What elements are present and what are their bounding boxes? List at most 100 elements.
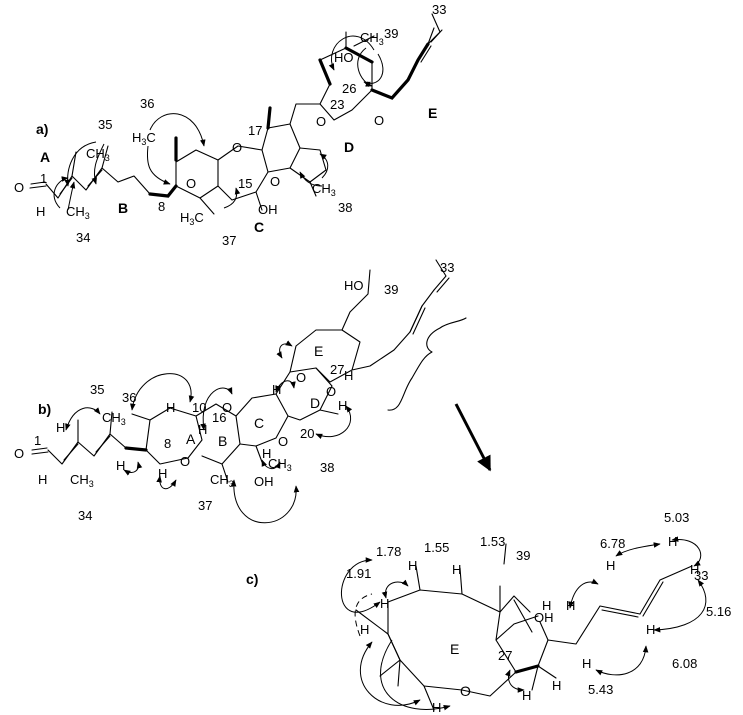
- c26-label: 26: [342, 81, 356, 96]
- ring-oxygen-e: O: [374, 113, 384, 128]
- panel-b-correlations: [65, 340, 353, 524]
- c27-label-c: 27: [498, 648, 512, 663]
- panel-c-bonds: [355, 543, 693, 711]
- ring-oxygen-c-b: O: [278, 434, 288, 449]
- ring-d-letter: D: [344, 139, 354, 155]
- panel-b-label: b): [38, 401, 51, 417]
- c34-label-b: 34: [78, 508, 92, 523]
- shift-5-43: 5.43: [588, 682, 613, 697]
- proton-h32: H: [606, 558, 615, 573]
- shift-1-78: 1.78: [376, 544, 401, 559]
- ring-oxygen-c: O: [460, 683, 471, 699]
- shift-6-08: 6.08: [672, 656, 697, 671]
- proton-ring-5: H: [432, 700, 441, 715]
- c17-label: 17: [248, 123, 262, 138]
- c15-label: 15: [238, 176, 252, 191]
- c27-label-b: 27: [330, 362, 344, 377]
- shift-1-91: 1.91: [346, 566, 371, 581]
- c23-label: 23: [330, 97, 344, 112]
- ring-e-letter: E: [428, 105, 437, 121]
- c38-label: 38: [338, 200, 352, 215]
- c8-label: 8: [158, 199, 165, 214]
- shift-6-78: 6.78: [600, 536, 625, 551]
- c35-label-b: 35: [90, 382, 104, 397]
- ring-oxygen-a-b: O: [180, 454, 190, 469]
- proton-h31: H: [646, 622, 655, 637]
- proton-h9-b: H: [166, 400, 175, 415]
- panel-a: a): [14, 2, 446, 248]
- proton-ring-1: H: [380, 596, 389, 611]
- proton-h8-b: H: [158, 466, 167, 481]
- proton-h33a: H: [668, 534, 677, 549]
- shift-5-16: 5.16: [706, 604, 731, 619]
- ring-oxygen-c: O: [232, 140, 242, 155]
- hydroxyl-c16: OH: [258, 202, 278, 217]
- proton-h28a: H: [522, 688, 531, 703]
- panel-c-atoms: E 27 33 39 O OH 5.03 6.78 5.16 6.08 5.43…: [346, 510, 731, 715]
- panel-b: b) A: [14, 259, 492, 524]
- panel-c-label: c): [246, 571, 258, 587]
- methyl-35-label: CH3: [86, 146, 110, 163]
- c1-label: 1: [40, 171, 47, 186]
- ring-e-letter-c: E: [450, 641, 459, 657]
- selection-brace: [387, 317, 467, 411]
- ring-b-letter: B: [118, 200, 128, 216]
- ring-d-letter-b: D: [310, 395, 320, 411]
- c1-label-b: 1: [34, 433, 41, 448]
- methyl-37-label: H3C: [180, 210, 204, 227]
- ring-oxygen-d2: O: [316, 114, 326, 129]
- hydroxyl-c: OH: [534, 610, 554, 625]
- methyl-39-label: CH3: [360, 30, 384, 47]
- panel-c: c) E 27 33 39 O OH 5.03 6.78 5.16: [246, 510, 731, 715]
- proton-h23-b: H: [338, 398, 347, 413]
- c35-label: 35: [98, 117, 112, 132]
- methyl-38-label-b: CH3: [268, 456, 292, 473]
- hydroxyl-c28-b: HO: [344, 278, 364, 293]
- c34-label: 34: [76, 230, 90, 245]
- hydroxyl-b: OH: [254, 474, 274, 489]
- ring-e-letter-b: E: [314, 343, 323, 359]
- ring-oxygen-ab-b: O: [222, 400, 232, 415]
- panel-c-correlations: [341, 536, 707, 711]
- ring-b-letter-b: B: [218, 433, 227, 449]
- ring-oxygen-d1: O: [270, 174, 280, 189]
- ring-oxygen-b: O: [186, 176, 196, 191]
- c8-label-b: 8: [164, 436, 171, 451]
- c20-label-b: 20: [300, 426, 314, 441]
- aldehyde-h: H: [36, 204, 45, 219]
- proton-h5-b: H: [116, 458, 125, 473]
- ring-a-letter: A: [40, 149, 50, 165]
- c39-label-b: 39: [384, 282, 398, 297]
- methyl-36-label: H3C: [132, 130, 156, 147]
- panel-a-atoms: A B C D E O 1 H 8 15 17 23 26 33 34 35 3…: [14, 2, 446, 248]
- c33-label: 33: [432, 2, 446, 17]
- proton-ring-4: H: [360, 622, 369, 637]
- methyl-35-label-b: CH3: [102, 410, 126, 427]
- ring-oxygen-e-b: O: [326, 384, 336, 399]
- c38-label-b: 38: [320, 460, 334, 475]
- c37-label-b: 37: [198, 498, 212, 513]
- ring-c-letter-b: C: [254, 415, 264, 431]
- shift-1-53: 1.53: [480, 534, 505, 549]
- proton-h19-b: H: [262, 446, 271, 461]
- proton-ring-2: H: [408, 558, 417, 573]
- c39-label: 39: [384, 26, 398, 41]
- proton-h2-b: H: [56, 420, 65, 435]
- proton-h29b: H: [542, 598, 551, 613]
- panel-a-bonds: [29, 13, 443, 215]
- c33-label-c: 33: [694, 568, 708, 583]
- methyl-37-label-b: CH3: [210, 472, 234, 489]
- methyl-34-label: CH3: [66, 204, 90, 221]
- methyl-38-label: CH3: [312, 181, 336, 198]
- c39-label-c: 39: [516, 548, 530, 563]
- proton-h30: H: [582, 656, 591, 671]
- c36-label: 36: [140, 96, 154, 111]
- hydroxyl-c26: HO: [334, 50, 354, 65]
- aldehyde-h-b: H: [38, 472, 47, 487]
- aldehyde-o: O: [14, 180, 24, 195]
- panel-a-label: a): [36, 121, 48, 137]
- proton-h33b: H: [690, 562, 699, 577]
- proton-h28b: H: [552, 678, 561, 693]
- ring-c-letter: C: [254, 219, 264, 235]
